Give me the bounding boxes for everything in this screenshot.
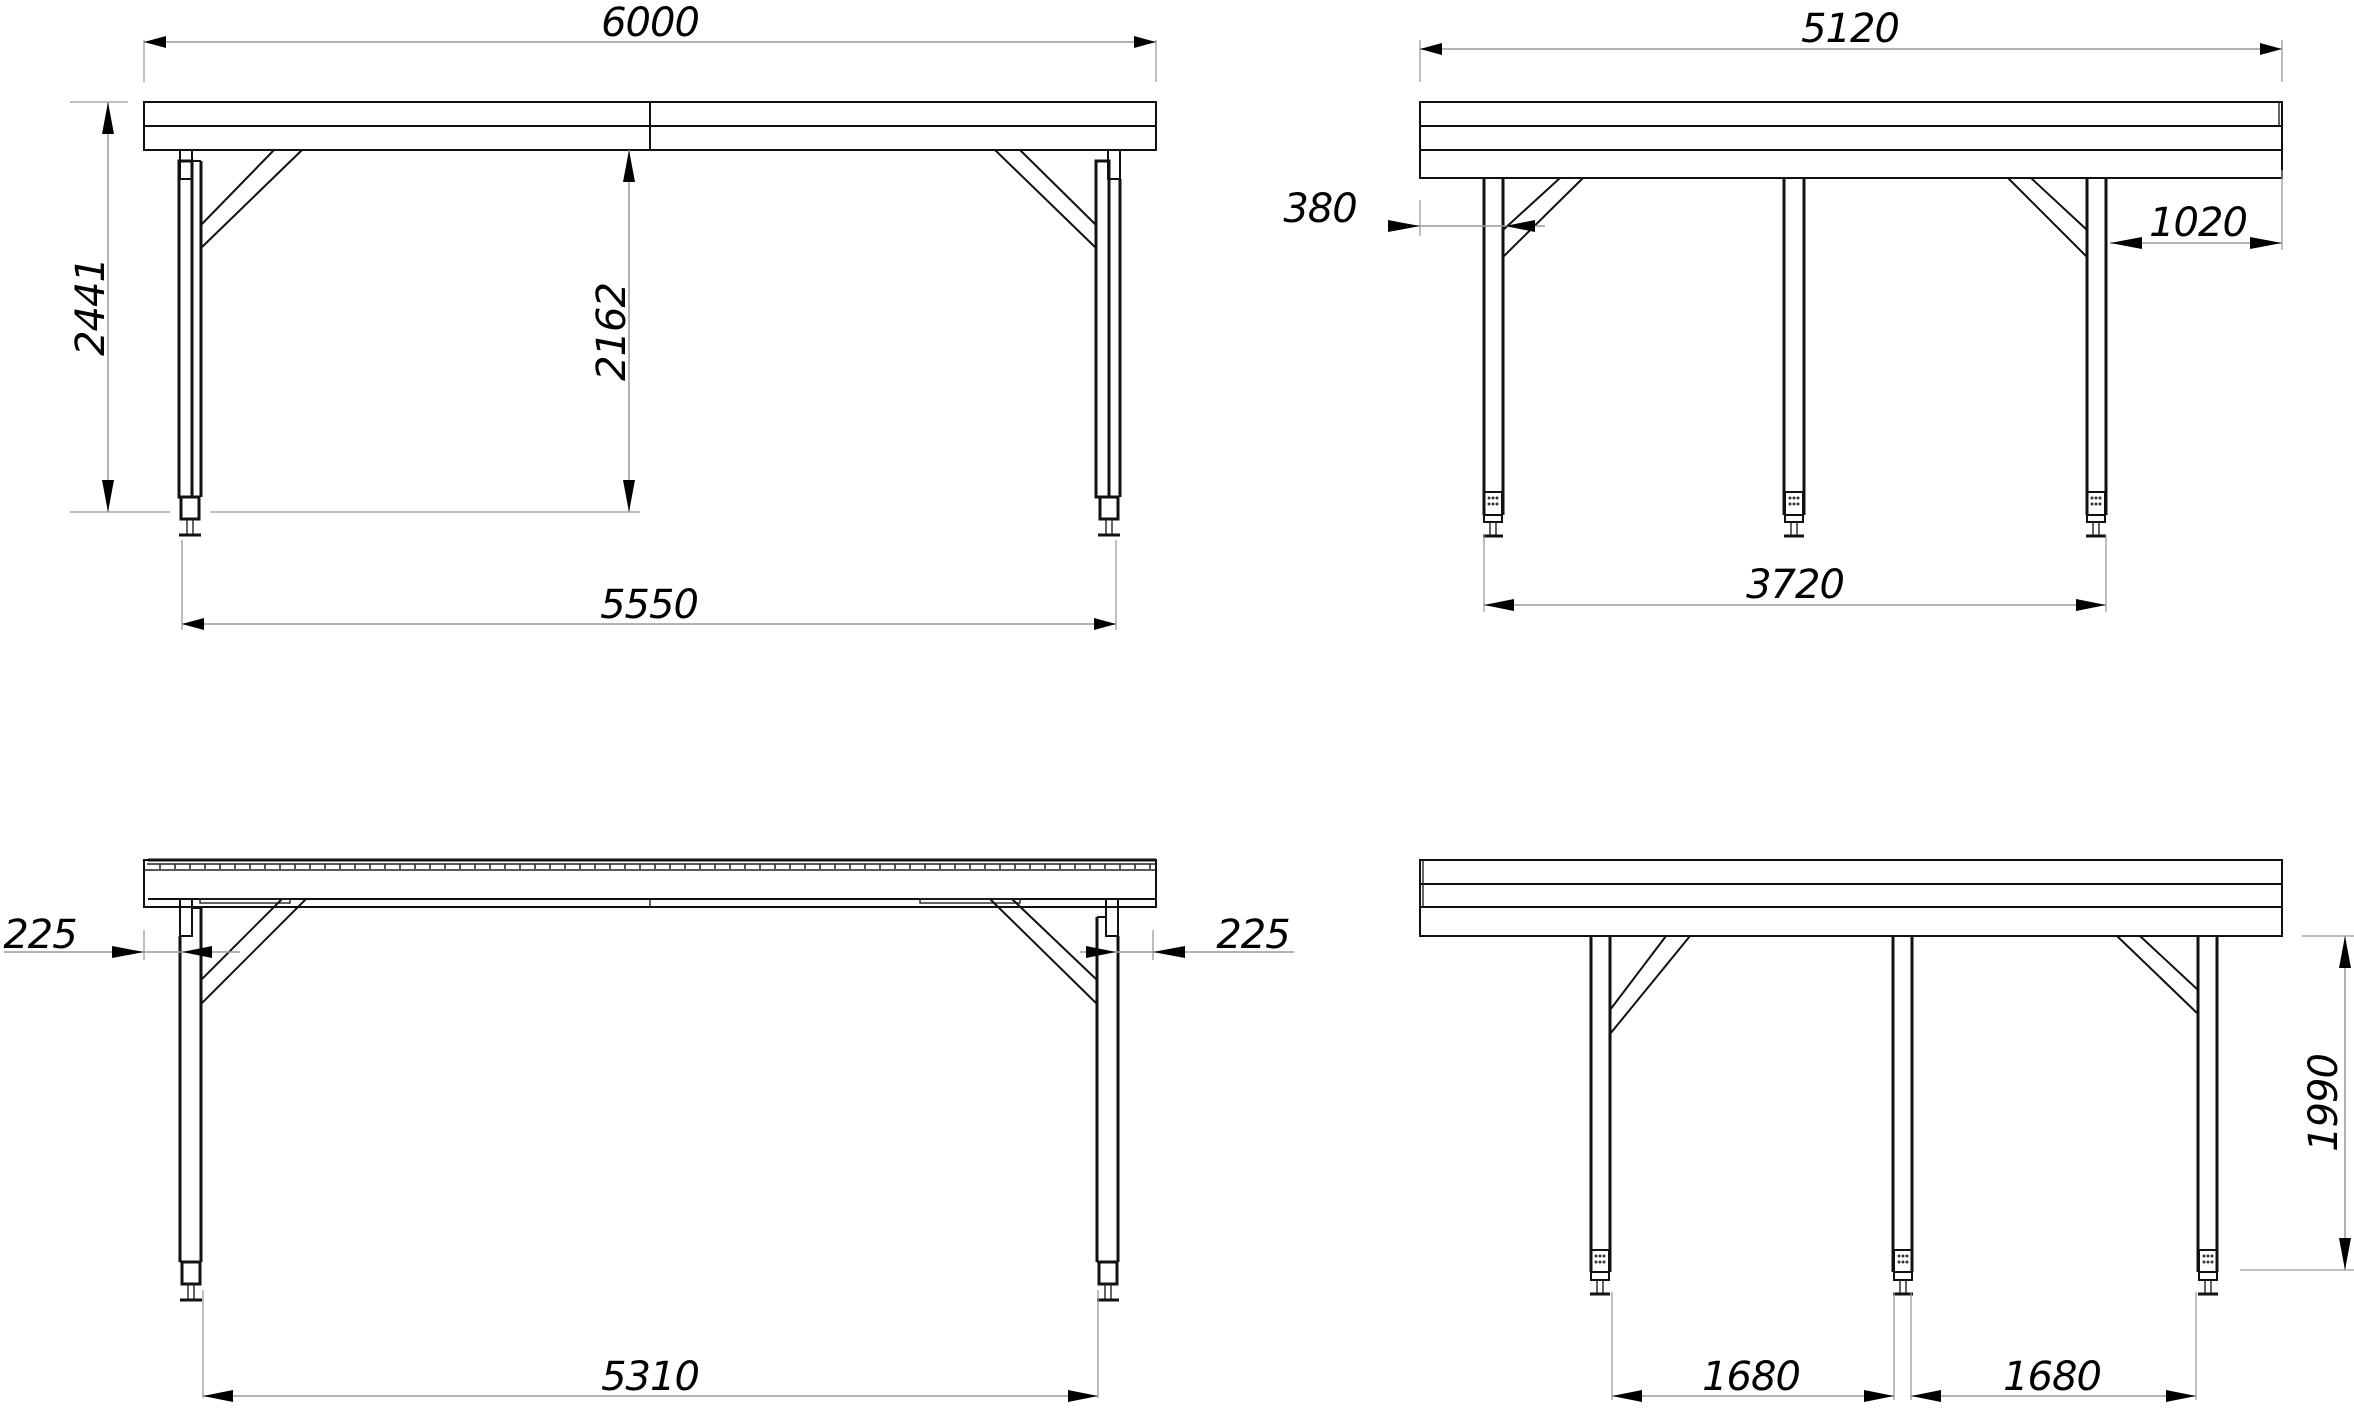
left-leg	[178, 898, 307, 1302]
top-beam	[1419, 101, 2283, 179]
dim-label-5120: 5120	[1801, 6, 1899, 52]
leg-right	[2007, 177, 2108, 538]
dimension-right-leg-spacing: 1680	[1910, 1292, 2197, 1402]
dimension-clear-height: 2162	[210, 150, 640, 513]
leg-left	[1481, 177, 1584, 538]
dim-label-225-right: 225	[1216, 912, 1289, 958]
dimension-leg-span: 5310	[202, 1290, 1099, 1402]
side-view-bottom-right: 1990 1680 1680	[1419, 859, 2354, 1402]
dim-label-3720: 3720	[1746, 562, 1844, 608]
leg-middle	[1782, 178, 1806, 538]
dim-label-1020: 1020	[2149, 200, 2247, 246]
dimension-right-offset: 225	[1080, 912, 1294, 960]
dimension-left-leg-spacing: 1680	[1611, 1292, 1895, 1402]
dimension-left-overhang: 380	[1283, 186, 1545, 236]
dim-label-225-left: 225	[3, 912, 76, 958]
dim-label-2162: 2162	[589, 283, 635, 381]
front-view-top-left: 6000 2441 2162 5550	[68, 0, 1157, 630]
right-leg	[989, 898, 1121, 1302]
leg-right	[2116, 935, 2220, 1296]
dimension-leg-span: 5550	[181, 540, 1117, 630]
leg-left	[1588, 935, 1691, 1296]
dimension-overall-height: 2441	[68, 101, 170, 513]
dim-label-5550: 5550	[600, 582, 698, 628]
leg-middle	[1891, 936, 1915, 1296]
dimension-leg-height: 1990	[2240, 935, 2354, 1271]
side-view-top-right: 5120 380 1020 3720	[1283, 6, 2283, 612]
dim-label-5310: 5310	[601, 1354, 699, 1400]
deck-slats	[159, 864, 1151, 869]
dim-label-1990: 1990	[2301, 1054, 2347, 1152]
brace	[1019, 149, 1097, 226]
front-view-bottom-left: 225 225 5310	[3, 858, 1294, 1402]
dimension-overall-length: 6000	[143, 0, 1157, 82]
dim-label-1680-left: 1680	[1702, 1354, 1800, 1400]
dimension-right-overhang: 1020	[2110, 170, 2283, 250]
top-beam	[1419, 859, 2283, 937]
dimension-left-offset: 225	[3, 912, 240, 960]
dimension-leg-span: 3720	[1483, 535, 2107, 612]
dim-label-1680-right: 1680	[2003, 1354, 2101, 1400]
dim-label-380: 380	[1283, 186, 1356, 232]
dim-label-6000: 6000	[601, 0, 699, 46]
right-leg	[994, 149, 1122, 537]
brace	[200, 149, 275, 226]
dim-label-2441: 2441	[68, 258, 114, 356]
dimension-overall-length: 5120	[1419, 6, 2283, 82]
left-leg	[177, 149, 303, 537]
